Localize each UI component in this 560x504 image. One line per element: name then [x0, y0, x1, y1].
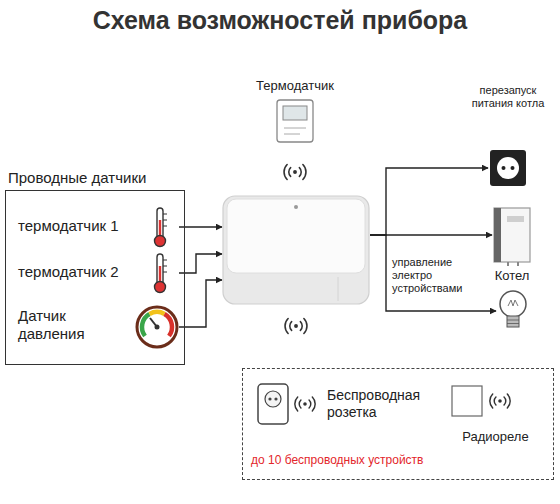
device-body	[222, 195, 370, 305]
diagram-title: Схема возможностей прибора	[0, 6, 560, 35]
thermostat-icon	[277, 100, 313, 142]
boiler-icon	[494, 208, 530, 266]
wireless-symbol	[285, 319, 307, 334]
boiler-node: Котел	[492, 206, 532, 264]
wireless-socket-icon	[258, 384, 288, 424]
controller-device	[222, 195, 370, 305]
node-label: перезапуск питания котла	[467, 84, 549, 110]
node-label: термодатчик 1	[18, 217, 148, 235]
node-label: Котел	[480, 268, 544, 284]
lamp-node	[496, 288, 530, 334]
arrow-connector	[370, 235, 496, 311]
socket-node: перезапуск питания котла	[488, 148, 528, 188]
sensor-group: Проводные датчикитермодатчик 1термодатчи…	[5, 190, 185, 365]
arrow-connector	[179, 226, 222, 227]
wireless-symbol	[284, 165, 306, 180]
thermostat-node: Термодатчик	[275, 98, 315, 144]
sensor-item: термодатчик 2	[14, 255, 179, 291]
socket-icon	[490, 150, 526, 186]
wireless-item: Радиореле	[448, 383, 549, 451]
arrow-connector	[179, 254, 222, 273]
node-label: Термодатчик	[240, 78, 350, 94]
node-label: Радиореле	[448, 429, 543, 445]
sensor-item: термодатчик 1	[14, 209, 179, 245]
edge-label: управление электро устройствами	[392, 256, 472, 295]
sensor-item: Датчик давления	[14, 299, 179, 355]
wireless-item: Беспроводная розетка	[251, 381, 445, 429]
lamp-icon	[500, 291, 526, 327]
arrow-connector	[179, 280, 222, 327]
node-label: Проводные датчики	[8, 169, 188, 187]
wireless-group: до 10 беспроводных устройств Беспроводная…	[242, 368, 554, 480]
node-label: Датчик давления	[18, 307, 118, 343]
pressure-gauge-icon	[137, 307, 177, 347]
node-label: до 10 беспроводных устройств	[251, 453, 541, 467]
arrow-connector	[370, 168, 488, 235]
wireless-symbol	[490, 394, 510, 408]
node-label: Беспроводная розетка	[327, 387, 439, 421]
wireless-symbol	[295, 397, 315, 411]
radio-relay-icon	[452, 386, 482, 416]
arrow-connector	[370, 234, 492, 235]
thermometer-icon	[155, 254, 168, 293]
thermometer-icon	[155, 208, 168, 247]
node-label: термодатчик 2	[18, 263, 148, 281]
